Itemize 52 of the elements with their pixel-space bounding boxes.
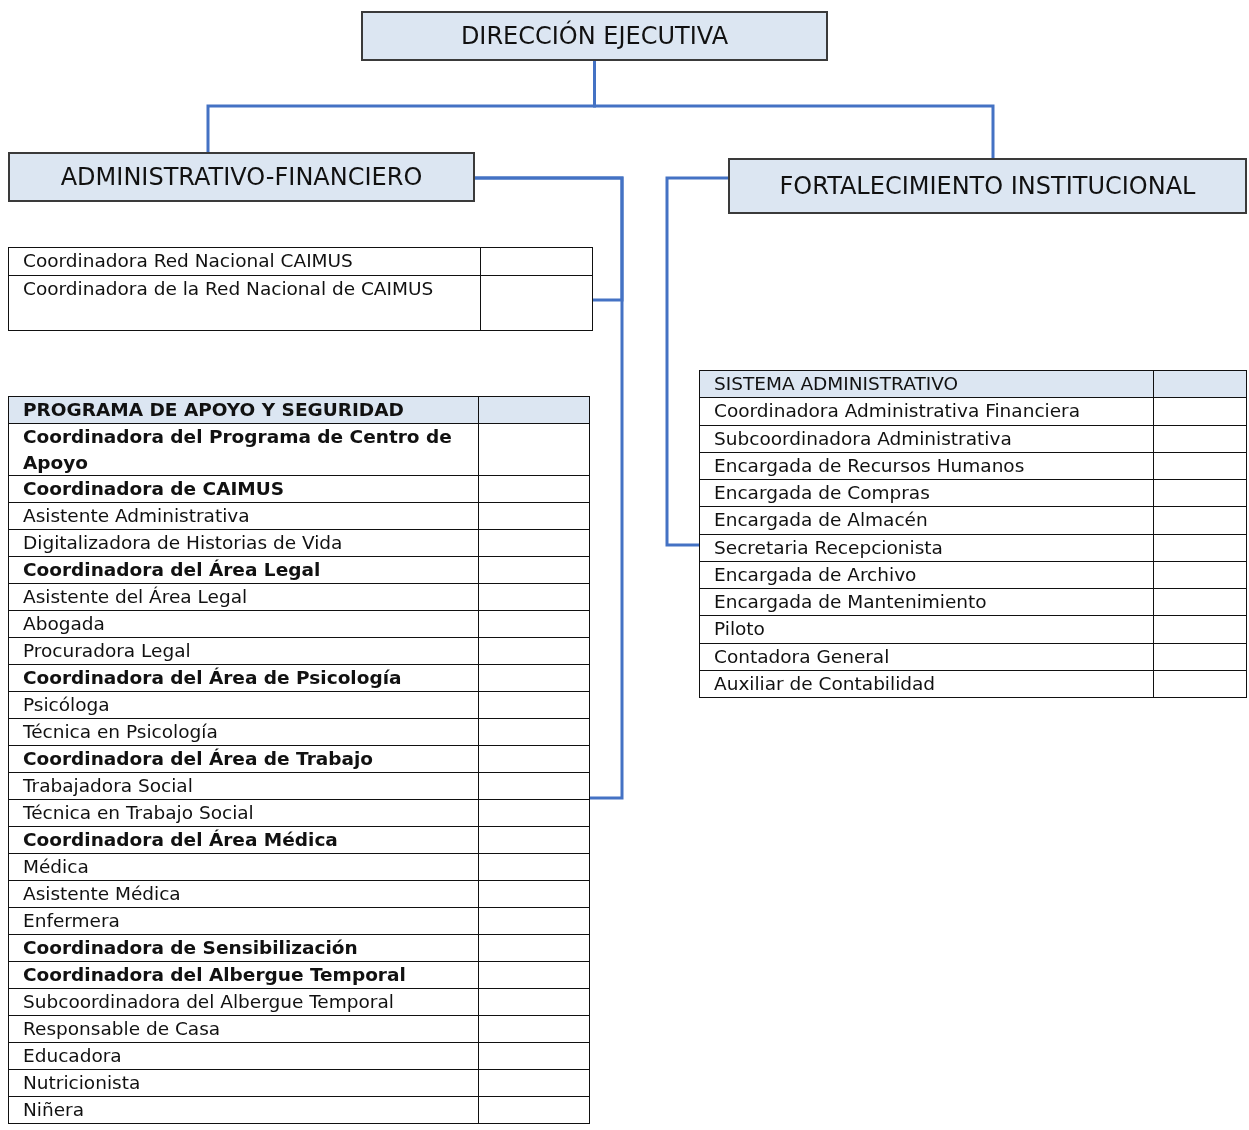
role-title: Trabajadora Social <box>23 774 193 799</box>
role-title: Asistente Administrativa <box>23 504 250 529</box>
org-table <box>8 396 590 1125</box>
department-name: FORTALECIMIENTO INSTITUCIONAL <box>779 172 1196 200</box>
role-title: Digitalizadora de Historias de Vida <box>23 531 343 556</box>
role-title: Encargada de Recursos Humanos <box>714 453 1025 478</box>
role-title: Coordinadora de Sensibilización <box>23 936 358 961</box>
role-title: Encargada de Archivo <box>714 562 917 587</box>
role-title: Coordinadora del Programa de Centro de Apoyo <box>23 425 453 475</box>
role-title: Coordinadora Administrativa Financiera <box>714 399 1081 424</box>
role-title: Responsable de Casa <box>23 1017 221 1042</box>
role-title: Procuradora Legal <box>23 639 191 664</box>
role-title: Piloto <box>714 617 765 642</box>
role-title: Coordinadora del Área Médica <box>23 828 338 853</box>
role-title: Enfermera <box>23 909 120 934</box>
role-title: Auxiliar de Contabilidad <box>714 671 936 696</box>
role-title: Coordinadora Red Nacional CAIMUS <box>23 249 353 273</box>
role-title: Encargada de Almacén <box>714 508 928 533</box>
role-title: Educadora <box>23 1044 122 1069</box>
role-title: Coordinadora del Área de Psicología <box>23 666 402 691</box>
role-title: Coordinadora del Albergue Temporal <box>23 963 406 988</box>
org-table <box>699 370 1247 698</box>
role-title: Nutricionista <box>23 1071 141 1096</box>
role-title: Subcoordinadora del Albergue Temporal <box>23 990 394 1015</box>
department-box <box>728 158 1247 214</box>
role-title: Asistente Médica <box>23 882 181 907</box>
org-table <box>8 247 593 331</box>
role-title: Técnica en Psicología <box>23 720 218 745</box>
department-name: DIRECCIÓN EJECUTIVA <box>460 22 729 50</box>
role-title: Abogada <box>23 612 105 637</box>
role-title: Psicóloga <box>23 693 110 718</box>
role-title: Médica <box>23 855 89 880</box>
role-title: Técnica en Trabajo Social <box>23 801 254 826</box>
role-title: Asistente del Área Legal <box>23 585 248 610</box>
role-title: Coordinadora del Área Legal <box>23 558 321 583</box>
role-title: Subcoordinadora Administrativa <box>714 426 1012 451</box>
role-title: Coordinadora del Área de Trabajo <box>23 747 374 772</box>
role-title: Niñera <box>23 1098 85 1123</box>
connector-line <box>593 61 995 158</box>
department-box <box>361 11 828 61</box>
connector-line <box>665 176 728 547</box>
role-title: Contadora General <box>714 644 890 669</box>
department-name: ADMINISTRATIVO-FINANCIERO <box>60 163 423 191</box>
department-box <box>8 152 475 202</box>
table-header: SISTEMA ADMINISTRATIVO <box>714 372 959 396</box>
role-title: Encargada de Compras <box>714 481 930 505</box>
role-title: Coordinadora de la Red Nacional de CAIMUS <box>23 276 434 301</box>
role-title: Encargada de Mantenimiento <box>714 590 987 614</box>
role-title: Coordinadora de CAIMUS <box>23 477 285 502</box>
role-title: Secretaria Recepcionista <box>714 535 943 560</box>
connector-line <box>475 176 624 800</box>
table-header: PROGRAMA DE APOYO Y SEGURIDAD <box>23 398 404 422</box>
